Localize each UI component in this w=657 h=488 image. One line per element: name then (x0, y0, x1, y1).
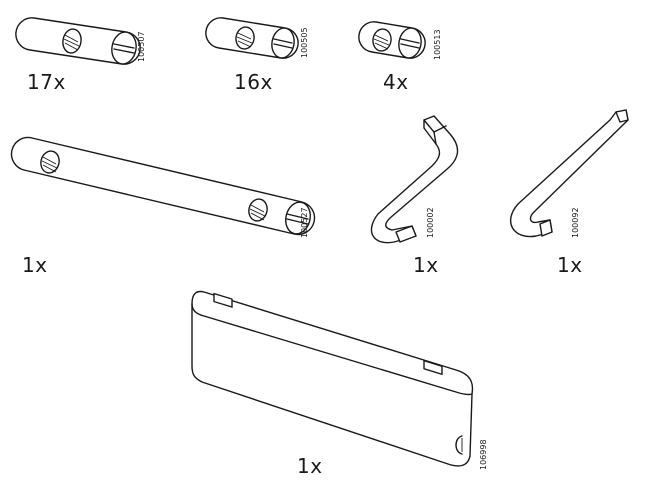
quantity-label: 17x (27, 70, 66, 94)
article-number: 100002 (426, 207, 435, 238)
cross-dowel-medium (205, 8, 305, 68)
allen-key-large-drawing (370, 115, 459, 244)
quantity-label: 1x (297, 454, 323, 478)
cross-dowel-medium-drawing (205, 17, 299, 59)
allen-key-small-drawing (509, 109, 629, 238)
article-number: 106998 (479, 439, 488, 470)
quantity-label: 1x (22, 253, 48, 277)
article-number: 100505 (300, 27, 309, 58)
cross-dowel-short (358, 10, 440, 70)
quantity-label: 16x (234, 70, 273, 94)
cross-dowel-long-drawing (15, 17, 141, 65)
article-number: 100507 (137, 31, 146, 62)
article-number: 100527 (300, 207, 309, 238)
quantity-label: 1x (413, 253, 439, 277)
quantity-label: 4x (383, 70, 409, 94)
cross-dowel-long (14, 6, 144, 76)
shelf-board (186, 286, 486, 471)
shelf-board-drawing (191, 290, 474, 467)
connector-rod-long (10, 130, 332, 240)
allen-key-small (498, 100, 638, 250)
article-number: 100092 (571, 207, 580, 238)
cross-dowel-short-drawing (358, 21, 426, 59)
quantity-label: 1x (557, 253, 583, 277)
connector-rod-long-drawing (10, 136, 316, 236)
allen-key-large (360, 110, 470, 250)
article-number: 100513 (433, 29, 442, 60)
